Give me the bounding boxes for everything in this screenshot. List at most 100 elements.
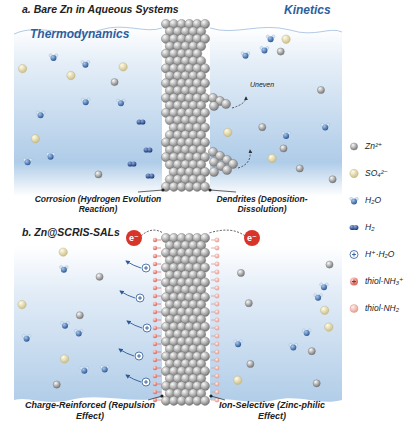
sulfate-ion bbox=[350, 169, 358, 177]
zinc-atom bbox=[200, 182, 209, 191]
thiol-nh2-group bbox=[215, 302, 219, 306]
thiol-nh3-group bbox=[350, 278, 358, 286]
h2o-species bbox=[350, 197, 359, 204]
oxygen-atom bbox=[118, 100, 124, 106]
thiol-nh3-group bbox=[153, 382, 157, 386]
zinc-ion bbox=[96, 273, 103, 280]
electrolyte-region bbox=[210, 27, 342, 196]
thiol-nh3-group bbox=[153, 254, 157, 258]
sulfate-ion bbox=[234, 376, 242, 384]
hydrogen-atom bbox=[147, 147, 152, 152]
zinc-ion bbox=[350, 143, 357, 150]
zn-species bbox=[53, 381, 60, 388]
oxygen-atom bbox=[83, 99, 89, 105]
thiol-nh2-group bbox=[215, 374, 219, 378]
thiol-nh2-group bbox=[215, 294, 219, 298]
zn-species bbox=[313, 380, 320, 387]
h3o-species bbox=[135, 352, 143, 360]
h3o-species bbox=[136, 294, 144, 302]
thiol-nh2-group bbox=[215, 310, 219, 314]
h2o-species bbox=[23, 158, 32, 165]
callout-label: Ion-Selective (Zinc-philic Effect) bbox=[212, 400, 332, 422]
so4-species bbox=[234, 376, 242, 384]
legend: Zn²⁺SO₄²⁻H₂OH₂H⁺·H₂Othiol-NH₃⁺thiol-NH₂ bbox=[346, 138, 416, 327]
sulfate-ion bbox=[268, 154, 276, 162]
oxygen-atom bbox=[25, 159, 31, 165]
zinc-ion bbox=[313, 380, 320, 387]
leader-dot bbox=[208, 188, 211, 191]
oxygen-atom bbox=[24, 336, 30, 342]
so4-species bbox=[59, 248, 67, 256]
hydronium-ion bbox=[350, 251, 358, 259]
annotation-label: Uneven bbox=[250, 81, 274, 89]
sulfate-ion bbox=[282, 35, 290, 43]
h2o-species bbox=[260, 46, 269, 53]
so4-species bbox=[320, 306, 328, 314]
legend-swatch bbox=[346, 192, 362, 208]
legend-swatch bbox=[346, 165, 362, 181]
thiol-nh3-group bbox=[153, 350, 157, 354]
oxygen-atom bbox=[304, 330, 310, 336]
thiol-nh3-group bbox=[153, 390, 157, 394]
thiol-nh2-group bbox=[215, 342, 219, 346]
h2o-species bbox=[302, 329, 311, 336]
thiol-chain bbox=[157, 344, 161, 345]
oxygen-atom bbox=[102, 367, 108, 373]
zinc-ion bbox=[76, 312, 83, 319]
h2-species bbox=[146, 173, 155, 178]
thiol-nh2-group bbox=[215, 326, 219, 330]
thiol-chain bbox=[211, 288, 215, 289]
so4-species bbox=[224, 128, 232, 136]
thiol-chain bbox=[157, 280, 161, 281]
legend-text: Zn²⁺ bbox=[365, 138, 382, 154]
hydronium-ion bbox=[142, 378, 150, 386]
thiol-chain bbox=[157, 384, 161, 385]
thiol-nh2-group bbox=[215, 278, 219, 282]
h2o-species bbox=[289, 343, 298, 350]
callout-label: Corrosion (Hydrogen Evolution Reaction) bbox=[34, 194, 162, 214]
h2o-species bbox=[320, 283, 329, 290]
thiol-nh2-group bbox=[215, 358, 219, 362]
h2-species bbox=[144, 147, 153, 152]
oxygen-atom bbox=[48, 154, 54, 160]
sulfate-ion bbox=[119, 63, 127, 71]
thiol-nh2-group bbox=[215, 350, 219, 354]
oxygen-atom bbox=[76, 331, 82, 337]
zinc-atom bbox=[221, 99, 230, 108]
thiol-nh3-group bbox=[153, 374, 157, 378]
legend-text: thiol-NH₃⁺ bbox=[365, 273, 404, 289]
h2o-species bbox=[241, 52, 250, 59]
solvated-species bbox=[18, 35, 336, 388]
thiol-chain bbox=[211, 368, 215, 369]
leader-dot bbox=[209, 394, 212, 397]
so4-species bbox=[67, 71, 75, 79]
thiol-nh3-group bbox=[153, 358, 157, 362]
oxygen-atom bbox=[290, 345, 296, 351]
zinc-ion bbox=[296, 165, 303, 172]
thiol-chain bbox=[211, 296, 215, 297]
thiol-chain bbox=[157, 328, 161, 329]
thiol-chain bbox=[157, 288, 161, 289]
thiol-nh3-group bbox=[153, 246, 157, 250]
plus-sign bbox=[144, 266, 148, 270]
oxygen-atom bbox=[321, 284, 327, 290]
so4-species bbox=[18, 300, 26, 308]
h2o-species bbox=[234, 340, 243, 347]
thiol-chain bbox=[211, 392, 215, 393]
thiol-nh3-group bbox=[153, 278, 157, 282]
electron-path bbox=[209, 230, 245, 236]
h2o-species bbox=[100, 365, 109, 372]
thiol-nh3-group bbox=[153, 326, 157, 330]
h2o-species bbox=[46, 153, 55, 160]
thiol-chain bbox=[157, 376, 161, 377]
leader-line bbox=[211, 396, 225, 400]
h3o-species bbox=[142, 378, 150, 386]
hydrogen-atom bbox=[353, 225, 358, 230]
zn-species bbox=[95, 171, 102, 178]
oxygen-atom bbox=[38, 112, 44, 118]
thiol-chain bbox=[211, 312, 215, 313]
thiol-chain bbox=[211, 240, 215, 241]
thiol-chain bbox=[211, 272, 215, 273]
thiol-chain bbox=[157, 248, 161, 249]
thiol-chain bbox=[211, 344, 215, 345]
